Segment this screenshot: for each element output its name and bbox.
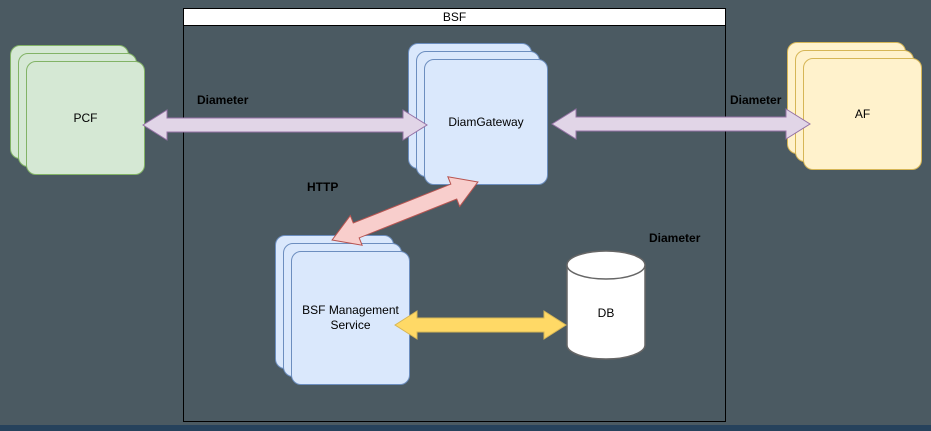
node-db: DB (566, 250, 646, 360)
edge-label-diameter-db: Diameter (649, 231, 701, 245)
node-af: AF (787, 42, 922, 170)
diamgateway-label: DiamGateway (448, 114, 524, 129)
bsf-container: BSF (183, 8, 726, 422)
pcf-label: PCF (73, 110, 98, 125)
edge-label-diameter-af: Diameter (730, 93, 782, 107)
node-bsf-management-service: BSF Management Service (275, 235, 410, 385)
bottom-edge-strip (0, 425, 931, 431)
bsf-container-title: BSF (183, 8, 726, 26)
db-cylinder-icon (566, 250, 646, 360)
af-label: AF (854, 106, 871, 121)
node-pcf: PCF (10, 45, 145, 175)
edge-label-diameter-pcf: Diameter (197, 93, 249, 107)
node-diamgateway: DiamGateway (408, 43, 548, 185)
af-card-front (803, 58, 922, 170)
edge-label-http: HTTP (307, 180, 339, 194)
bsf-mgmt-label: BSF Management Service (302, 303, 399, 332)
bsf-mgmt-card-front (291, 251, 410, 385)
db-label: DB (597, 305, 615, 320)
